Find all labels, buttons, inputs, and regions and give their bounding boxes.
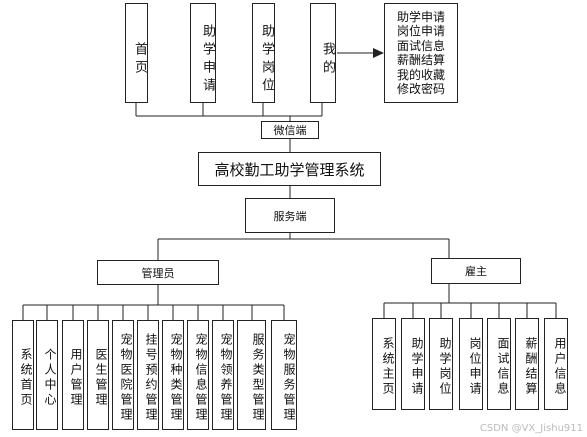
my-detail-item: 助学申请 <box>396 9 445 24</box>
admin-role-box: 管理员 <box>97 260 219 285</box>
admin-module-doctor-management: 医生管理 <box>87 320 109 430</box>
admin-module-appointment-management: 挂号预约管理 <box>137 320 159 430</box>
my-detail-item: 修改密码 <box>396 82 445 96</box>
watermark: CSDN @VX_Jishu911 <box>479 423 583 434</box>
employer-module-user-info: 用户信息 <box>544 318 568 410</box>
employer-module-aid-positions: 助学岗位 <box>429 318 453 410</box>
my-detail-item: 薪酬结算 <box>396 53 445 67</box>
client-item-aid-positions: 助学岗位 <box>252 3 275 103</box>
client-item-aid-application: 助学申请 <box>190 3 216 103</box>
employer-module-aid-application: 助学申请 <box>401 318 425 410</box>
admin-module-pet-hospital-management: 宠物医院管理 <box>112 320 134 430</box>
system-title-box: 高校勤工助学管理系统 <box>198 152 381 186</box>
my-details-box: 助学申请 岗位申请 面试信息 薪酬结算 我的收藏 修改密码 <box>384 3 458 103</box>
my-detail-item: 岗位申请 <box>396 24 445 38</box>
admin-module-pet-species-management: 宠物种类管理 <box>162 320 184 430</box>
my-detail-item: 面试信息 <box>396 38 445 53</box>
employer-module-system-main: 系统主页 <box>372 318 396 410</box>
arrow-head-icon <box>373 48 384 58</box>
server-box: 服务端 <box>245 198 335 233</box>
admin-module-pet-service-management: 宠物服务管理 <box>271 320 297 430</box>
admin-module-system-home: 系统首页 <box>12 320 34 430</box>
client-item-home: 首页 <box>125 3 148 103</box>
employer-module-position-application: 岗位申请 <box>459 318 483 410</box>
admin-module-pet-info-management: 宠物信息管理 <box>187 320 209 430</box>
my-detail-item: 我的收藏 <box>396 67 445 82</box>
admin-module-personal-center: 个人中心 <box>36 320 58 430</box>
employer-module-salary-settlement: 薪酬结算 <box>515 318 539 410</box>
admin-module-pet-adoption-management: 宠物领养管理 <box>212 320 234 430</box>
admin-module-user-management: 用户管理 <box>62 320 84 430</box>
employer-role-box: 雇主 <box>431 258 521 284</box>
wechat-client-box: 微信端 <box>261 121 319 139</box>
employer-module-interview-info: 面试信息 <box>487 318 511 410</box>
client-item-my: 我的 <box>310 3 336 103</box>
admin-module-service-type-management: 服务类型管理 <box>237 320 266 430</box>
